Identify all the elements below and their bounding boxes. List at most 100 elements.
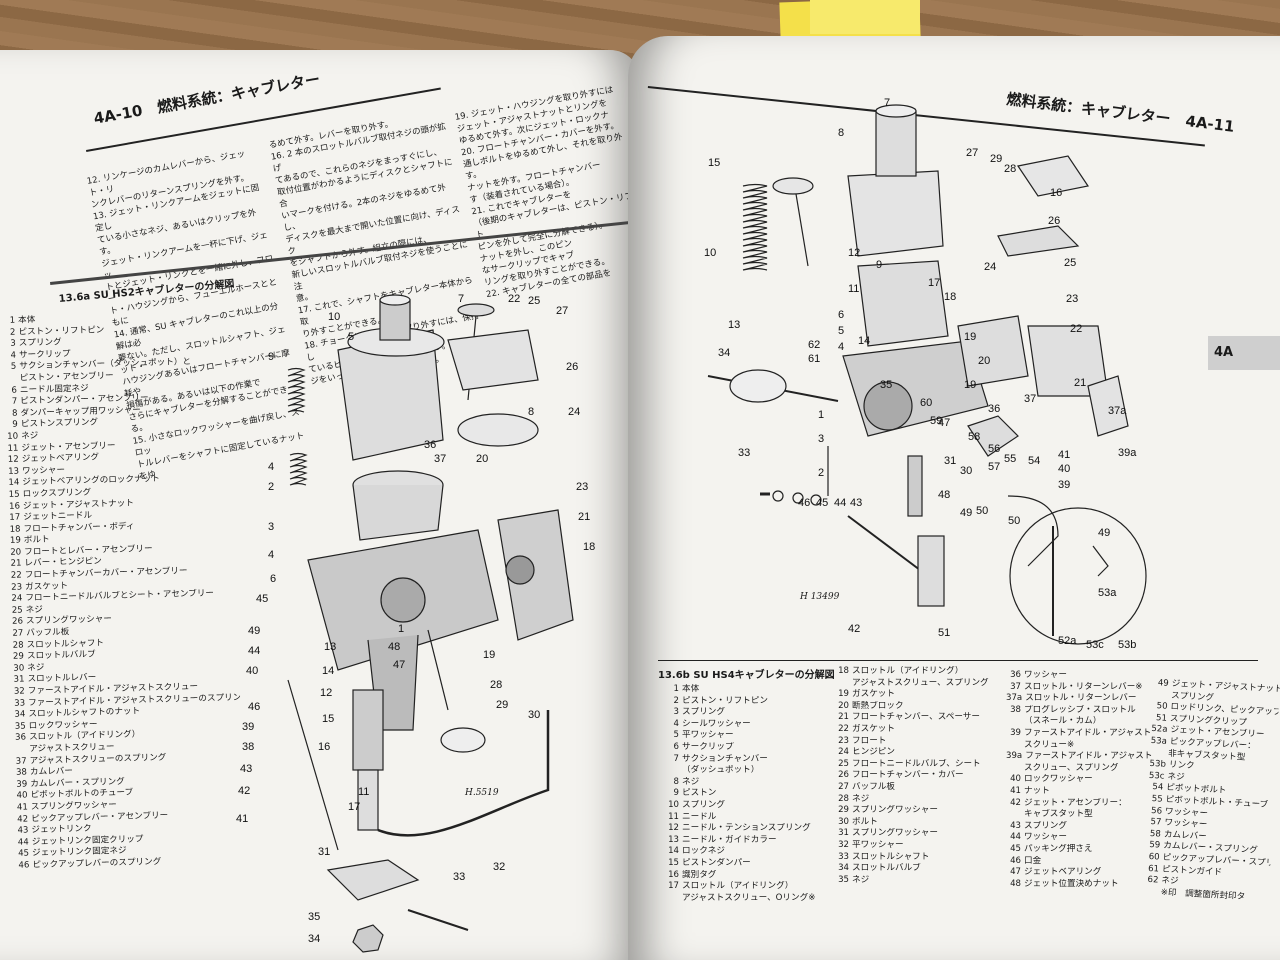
- legend-item-label: カムレバー・スプリング: [30, 776, 125, 790]
- legend-item-label: スロットル（アイドリング）: [682, 881, 794, 892]
- legend-item-number: 26: [11, 616, 24, 628]
- svg-text:41: 41: [1058, 449, 1070, 461]
- svg-text:17: 17: [928, 277, 940, 289]
- legend-item-number: 46: [1010, 855, 1021, 866]
- legend-item-number: 12: [7, 454, 19, 465]
- legend-item-number: 44: [1010, 832, 1021, 843]
- svg-text:45: 45: [256, 593, 268, 605]
- legend-item-number: 2: [9, 327, 16, 338]
- legend-item-label: スプリングワッシャー: [30, 800, 117, 813]
- legend-item-number: 34: [838, 863, 849, 874]
- legend-item-label: ワッシャー: [1164, 817, 1208, 831]
- legend-item-number: 61: [1147, 863, 1160, 875]
- svg-text:61: 61: [808, 353, 820, 365]
- svg-text:57: 57: [988, 461, 1000, 473]
- svg-text:50: 50: [1008, 515, 1020, 527]
- legend-item-number: 25: [11, 605, 23, 616]
- legend-item-label: スロットルバルブ: [26, 649, 96, 662]
- legend-item-label: ワッシャー: [21, 465, 66, 477]
- legend-item-label: （ダッシュポット）: [682, 765, 760, 776]
- svg-text:45: 45: [816, 497, 828, 509]
- legend-item-label: 断熱ブロック: [852, 700, 904, 711]
- legend-item-label: パッキング押さえ: [1024, 843, 1093, 854]
- svg-text:16: 16: [1050, 187, 1062, 199]
- svg-text:58: 58: [968, 431, 980, 443]
- svg-text:12: 12: [320, 687, 332, 699]
- legend-item-number: 8: [11, 408, 18, 419]
- legend-item-number: 44: [17, 837, 29, 848]
- svg-text:12: 12: [848, 247, 860, 259]
- legend-item-number: 37a: [1006, 693, 1023, 704]
- svg-text:5: 5: [348, 331, 354, 343]
- legend-item-label: ボルト: [852, 816, 878, 827]
- svg-text:42: 42: [848, 623, 860, 635]
- legend-item-label: ニードル: [682, 811, 717, 822]
- legend-item-number: 37: [1010, 681, 1021, 692]
- svg-text:36: 36: [424, 439, 436, 451]
- svg-text:19: 19: [483, 649, 495, 661]
- legend-item-label: ガスケット: [852, 723, 895, 734]
- exploded-diagram-hs2: 10 5 9 4 2 3 4 6 45 7 22 25 27 26 8 24 3…: [236, 293, 595, 953]
- svg-text:15: 15: [322, 713, 334, 725]
- legend-item-number: 51: [1155, 712, 1168, 724]
- legend-item-label: バッフル板: [26, 627, 70, 639]
- svg-text:7: 7: [458, 293, 464, 305]
- legend-item-number: 48: [1010, 878, 1021, 889]
- legend-item: （ダッシュポット）: [664, 765, 834, 777]
- legend-item-label: スロットルシャフトのナット: [28, 706, 141, 720]
- legend-item-number: 49: [1157, 678, 1169, 689]
- legend-item-number: 16: [8, 501, 21, 512]
- legend-item-number: 35: [14, 721, 26, 732]
- svg-text:15: 15: [708, 157, 720, 169]
- legend-item-label: ピストンスプリング: [20, 417, 99, 430]
- svg-text:44: 44: [834, 497, 846, 509]
- left-page-title: 燃料系統：キャブレター: [155, 70, 322, 117]
- svg-text:22: 22: [508, 293, 520, 305]
- legend-item-label: ワッシャー: [1024, 832, 1067, 843]
- legend-item-label: アジャストスクリューのスプリング: [29, 752, 167, 766]
- legend-item-label: 平ワッシャー: [682, 730, 734, 741]
- svg-text:22: 22: [1070, 323, 1082, 335]
- legend-item-number: [1150, 754, 1165, 755]
- svg-text:34: 34: [308, 933, 320, 945]
- legend-item-label: キャブスタット型: [1024, 809, 1093, 820]
- svg-text:20: 20: [978, 355, 990, 367]
- legend-item: アジャストスクリュー、Oリング※: [664, 893, 834, 905]
- legend-item-label: ニードル固定ネジ: [19, 383, 89, 396]
- legend-item-label: ジェット・アセンブリー: [21, 440, 116, 454]
- svg-text:10: 10: [704, 247, 716, 259]
- legend-item-label: ガスケット: [24, 580, 69, 593]
- svg-text:6: 6: [270, 573, 276, 585]
- legend-item-label: ピストン: [682, 788, 717, 799]
- svg-text:30: 30: [960, 465, 972, 477]
- svg-text:28: 28: [1004, 163, 1016, 175]
- legend-item-label: サクションチャンバー: [682, 753, 768, 764]
- legend-item-label: ヒンジピン: [852, 747, 895, 758]
- svg-text:1: 1: [398, 623, 404, 635]
- legend-item-label: ジェット・アジャストナット: [22, 498, 135, 511]
- svg-text:33: 33: [453, 871, 465, 883]
- svg-text:46: 46: [798, 497, 810, 509]
- legend-item-label: ネジ: [1167, 771, 1185, 783]
- svg-text:24: 24: [984, 261, 996, 273]
- legend-item-label: ネジ: [1161, 875, 1179, 887]
- svg-text:55: 55: [1004, 453, 1016, 465]
- legend-item-number: 45: [18, 848, 30, 860]
- figure-13-6b-caption: 13.6b SU HS4キャブレターの分解図: [658, 670, 835, 681]
- svg-text:14: 14: [322, 665, 334, 677]
- legend-item-number: 23: [11, 582, 23, 593]
- legend-item-number: 18: [9, 524, 21, 535]
